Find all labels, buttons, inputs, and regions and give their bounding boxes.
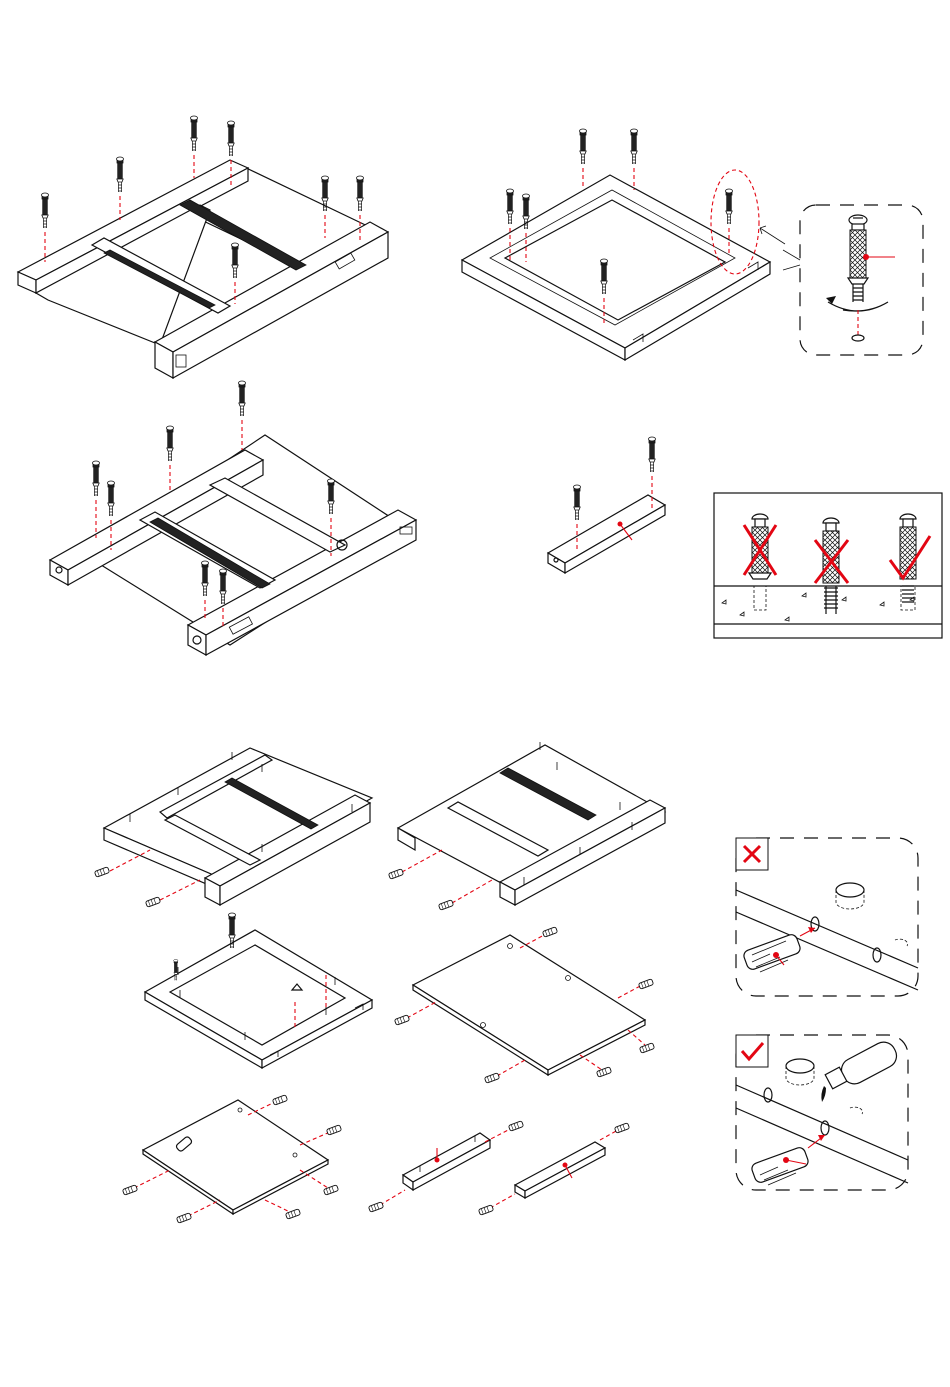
rail-dowels: [368, 1121, 629, 1215]
large-board-dowels: [394, 927, 654, 1083]
frame-bottom-view-cam-bolts: [50, 381, 416, 655]
cam-bolt-screw-detail: [783, 205, 923, 355]
frame-dowel-insertion-b: [388, 742, 665, 910]
wooden-dowel-icon: [742, 933, 801, 972]
frame-with-slides-cam-bolts: [18, 116, 388, 378]
glue-bottle-icon: [821, 1038, 900, 1102]
square-frame-cam-bolts: [462, 129, 785, 360]
cam-bolt-too-deep: [744, 514, 776, 610]
cam-bolt-correct: [890, 514, 930, 610]
small-board-dowels: [122, 1095, 341, 1223]
rotate-arrow-icon: [828, 302, 888, 311]
square-frame-dowels: [145, 913, 372, 1068]
dowel-right-method: [736, 1035, 908, 1190]
cam-bolt-depth-guide: [714, 493, 942, 638]
dowel-wrong-method: [736, 838, 918, 996]
frame-dowel-insertion-a: [94, 748, 372, 907]
wooden-dowel-icon: [750, 1146, 809, 1185]
rail-cam-bolts: [548, 437, 665, 573]
